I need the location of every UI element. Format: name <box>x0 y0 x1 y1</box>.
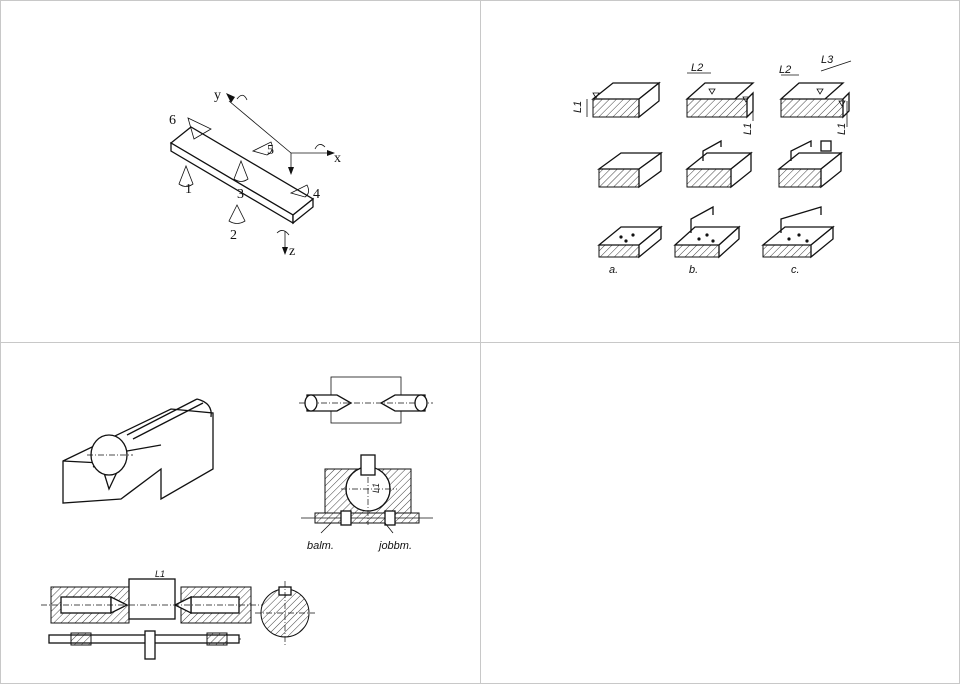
panel-locating-scheme: x y z 1 2 3 4 5 6 <box>0 0 481 343</box>
point-label-3: 3 <box>237 187 244 202</box>
dim-l2-c: L2 <box>779 64 791 76</box>
block-side-face <box>292 197 314 225</box>
dim-l1-a: L1 <box>572 101 584 113</box>
dim-l1-c: L1 <box>836 123 848 135</box>
block-c-points <box>761 206 835 259</box>
prism-clamp <box>301 454 433 534</box>
support-cone-6 <box>187 117 212 140</box>
support-cone-3 <box>233 159 249 182</box>
dim-l1-b: L1 <box>742 123 754 135</box>
surface-schemes-drawing: L1 L2 L1 L2 L3 L1 <box>572 54 852 276</box>
point-label-4: 4 <box>313 187 320 202</box>
point-label-6: 6 <box>169 113 176 128</box>
axis-z-label: z <box>289 244 295 259</box>
dim-l3-c: L3 <box>821 54 834 66</box>
self-centering-fixture <box>41 578 263 660</box>
axis-system <box>226 93 335 255</box>
support-cone-2 <box>228 204 246 224</box>
point-label-1: 1 <box>185 182 192 197</box>
axis-y-label: y <box>214 88 221 103</box>
block-c-dimensioned <box>779 60 852 127</box>
keyway-section <box>255 581 315 645</box>
block-b-dimensioned <box>685 72 755 121</box>
caption-a: a. <box>609 264 618 276</box>
caption-b: b. <box>689 264 698 276</box>
locating-scheme-drawing: x y z 1 2 3 4 5 6 <box>169 88 341 259</box>
label-jobbm: jobbm. <box>377 540 412 552</box>
dim-l2-b: L2 <box>691 62 703 74</box>
panel-surface-schemes: L1 L2 L1 L2 L3 L1 <box>480 0 960 343</box>
panel-empty <box>480 342 960 684</box>
axis-x-label: x <box>334 151 341 166</box>
block-a-points <box>597 225 663 259</box>
block-a-dimensioned <box>586 81 661 119</box>
label-balm: balm. <box>307 540 334 552</box>
block-b-locating <box>685 139 753 189</box>
support-cone-5 <box>251 141 273 156</box>
point-label-5: 5 <box>267 143 274 158</box>
point-label-2: 2 <box>230 228 237 243</box>
centers-top <box>299 376 433 424</box>
block-b-points <box>673 205 741 259</box>
dim-l1-bottom: L1 <box>155 569 165 579</box>
vblock-centers-drawing: L1 balm. jobbm. L1 <box>41 376 433 660</box>
caption-c: c. <box>791 264 800 276</box>
dim-l1-prism: L1 <box>371 483 381 493</box>
v-block <box>62 398 214 504</box>
support-cone-1 <box>178 164 194 187</box>
panel-vblock-centers: L1 balm. jobbm. L1 <box>0 342 481 684</box>
block-c-locating <box>777 139 843 189</box>
block-a-locating <box>597 151 663 189</box>
support-cone-4 <box>289 184 309 198</box>
